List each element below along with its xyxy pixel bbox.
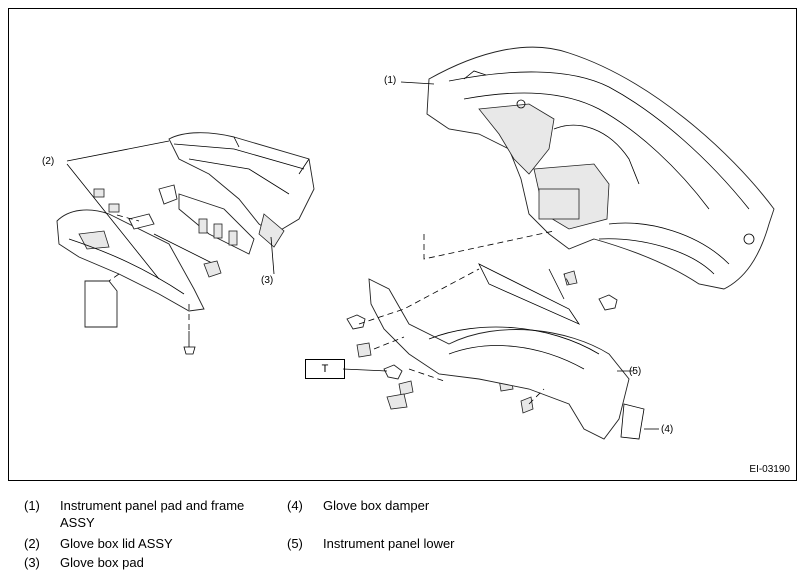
instrument-panel-lower-part [368, 263, 645, 440]
legend-text: Glove box damper [323, 498, 430, 513]
leader-lines [66, 81, 659, 430]
legend-number: (1) [24, 498, 40, 513]
legend-text: Glove box pad [60, 555, 144, 570]
legend-number: (2) [24, 536, 40, 551]
figure-code: EI-03190 [749, 464, 790, 475]
parts-legend: (1) Instrument panel pad and frame ASSY … [0, 490, 804, 579]
exploded-view-figure: (1) (2) (3) (4) (5) T EI-03190 [8, 8, 797, 481]
fastener-parts [84, 184, 618, 414]
dashed-assembly-lines [108, 214, 570, 405]
legend-number: (3) [24, 555, 40, 570]
exploded-view-drawing [56, 46, 775, 440]
legend-text: Instrument panel pad and frame ASSY [60, 498, 245, 530]
legend-number: (4) [287, 498, 303, 513]
glove-box-pad-part [168, 132, 315, 248]
tool-box-label: T [305, 359, 345, 379]
callout-2: (2) [42, 156, 55, 167]
legend-number: (5) [287, 536, 303, 551]
callout-1: (1) [384, 75, 397, 86]
glove-box-lid-part [56, 209, 205, 312]
callout-3: (3) [261, 275, 274, 286]
instrument-panel-pad-part [426, 46, 775, 290]
callout-5: (5) [629, 366, 642, 377]
legend-text: Glove box lid ASSY [60, 536, 173, 551]
legend-text: Instrument panel lower [323, 536, 455, 551]
callout-4: (4) [661, 424, 674, 435]
